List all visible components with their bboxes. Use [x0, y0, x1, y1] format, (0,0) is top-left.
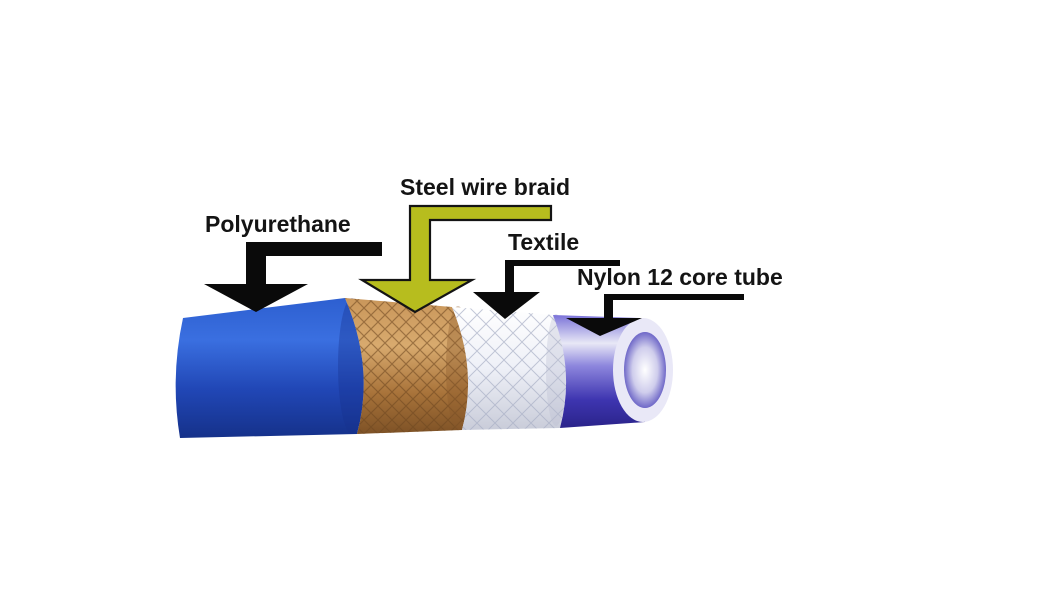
- layer-polyurethane: [175, 298, 366, 438]
- label-textile: Textile: [508, 229, 579, 255]
- arrow-polyurethane: [204, 242, 382, 312]
- label-polyurethane: Polyurethane: [205, 211, 351, 237]
- label-nylon-core: Nylon 12 core tube: [577, 264, 783, 290]
- arrow-steel-wire-braid: [358, 204, 553, 314]
- arrow-nylon-core: [566, 294, 744, 336]
- label-steel-wire-braid: Steel wire braid: [400, 174, 570, 200]
- layer-nylon-core: [553, 315, 673, 428]
- layer-steel-wire-braid: [345, 298, 470, 434]
- layer-textile: [452, 307, 567, 430]
- arrow-textile: [473, 260, 620, 319]
